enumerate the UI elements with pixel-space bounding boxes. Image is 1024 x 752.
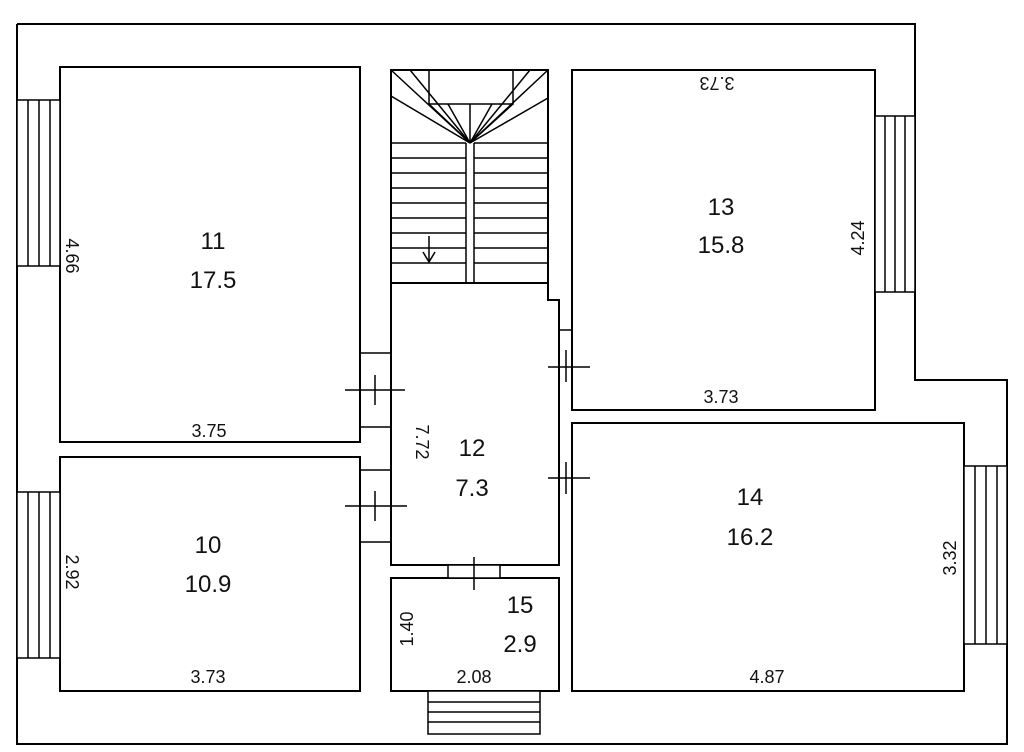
- room-11-width: 3.75: [191, 421, 226, 441]
- room-12: [390, 283, 560, 566]
- room-10-number: 10: [195, 532, 222, 559]
- door-11-12: [345, 352, 405, 428]
- door-15-12: [447, 557, 501, 590]
- door-14-12: [548, 462, 590, 494]
- room-10-width: 3.73: [190, 667, 225, 687]
- room-15: [390, 577, 560, 692]
- stair-arrow-icon: [422, 236, 436, 264]
- room-13-depth: 4.24: [848, 220, 868, 255]
- room-14-width: 4.87: [749, 667, 784, 687]
- room-15-width: 2.08: [456, 667, 491, 687]
- room-14-depth: 3.32: [940, 540, 960, 575]
- staircase: [390, 69, 549, 284]
- room-12-length: 7.72: [412, 424, 432, 459]
- outer-wall: [16, 23, 1008, 745]
- room-11-number: 11: [201, 228, 226, 255]
- room-13-number: 13: [708, 194, 735, 221]
- room-10: [59, 456, 361, 692]
- room-15-area: 2.9: [503, 631, 536, 658]
- window-10: [16, 491, 61, 659]
- window-14: [963, 465, 1008, 645]
- door-13-12: [548, 329, 590, 382]
- window-11: [16, 99, 61, 267]
- room-14: [571, 422, 965, 692]
- room-14-area: 16.2: [727, 524, 774, 551]
- room-12-area: 7.3: [455, 475, 488, 502]
- room-15-depth: 1.40: [397, 611, 417, 646]
- room-13-width-bottom: 3.73: [703, 387, 738, 407]
- door-10-12: [345, 469, 407, 543]
- room-14-number: 14: [737, 484, 764, 511]
- room-13-area: 15.8: [698, 232, 745, 259]
- entrance-steps: [427, 690, 541, 735]
- room-11: [59, 66, 361, 443]
- room-11-depth: 4.66: [62, 238, 82, 273]
- room-10-depth: 2.92: [62, 554, 82, 589]
- room-12-number: 12: [459, 435, 486, 462]
- room-10-area: 10.9: [185, 571, 232, 598]
- room-13-width-top: 3.73: [699, 73, 734, 93]
- window-13: [874, 115, 916, 293]
- room-11-area: 17.5: [190, 267, 237, 294]
- room-15-number: 15: [507, 592, 534, 619]
- room-13: [571, 69, 876, 411]
